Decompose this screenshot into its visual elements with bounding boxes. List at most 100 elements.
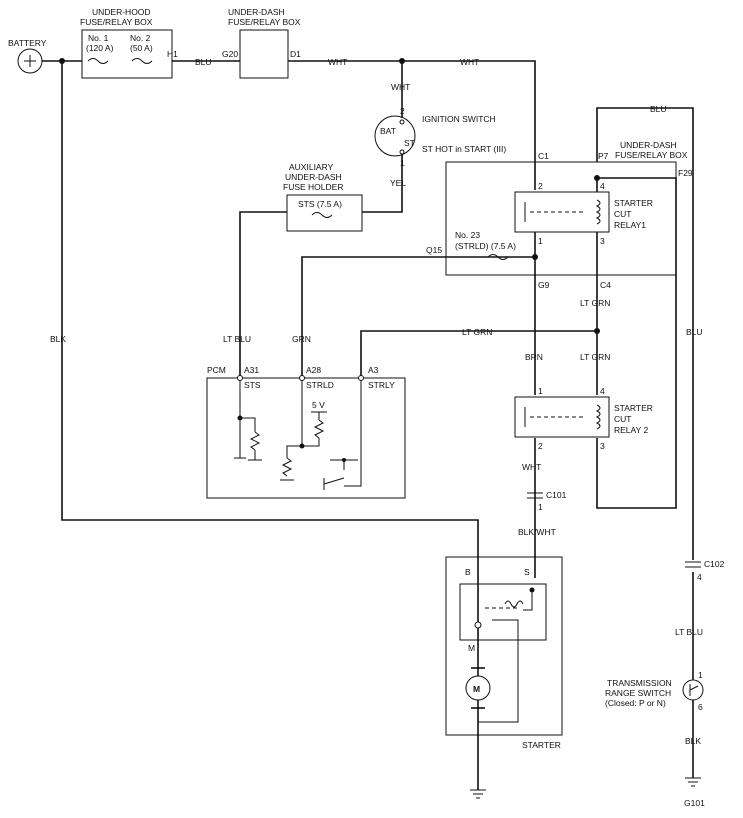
g101-ground-icon — [685, 777, 701, 787]
relay2-pin-2: 2 — [538, 441, 543, 451]
trs-label-1: TRANSMISSION — [607, 678, 672, 688]
lt-grn-wire-pcm — [360, 330, 597, 378]
grn-wire — [301, 256, 535, 378]
pcm-strld-resistor-icon — [313, 419, 325, 439]
auxiliary-fuse-holder: AUXILIARY UNDER-DASH FUSE HOLDER STS (7.… — [283, 162, 363, 232]
pcm-label: PCM — [207, 365, 226, 375]
pcm-sts-resistor-icon — [249, 431, 261, 451]
trs-pin-6: 6 — [698, 702, 703, 712]
connector-f29: F29 — [678, 168, 693, 178]
connector-c101: C101 1 — [527, 490, 567, 512]
trs-pin-1: 1 — [698, 670, 703, 680]
starter: B S M M STARTER — [445, 556, 563, 750]
battery-label: BATTERY — [8, 38, 47, 48]
yel-wire — [362, 155, 403, 213]
g101-label: G101 — [684, 798, 705, 808]
relay2-pin3-loop — [596, 177, 677, 509]
motor-m-label: M — [473, 684, 480, 694]
aux-label-3: FUSE HOLDER — [283, 182, 343, 192]
connector-c101-label: C101 — [546, 490, 567, 500]
transmission-range-switch: 1 6 TRANSMISSION RANGE SWITCH (Closed: P… — [605, 670, 704, 712]
wire-label-blu-h1: BLU — [195, 57, 212, 67]
fuse-2-icon — [131, 58, 153, 64]
relay1-pin-2: 2 — [538, 181, 543, 191]
wires — [42, 60, 694, 790]
under-hood-fuse-box: UNDER-HOOD FUSE/RELAY BOX No. 1 (120 A) … — [80, 7, 178, 79]
solenoid-coil-icon — [504, 600, 524, 608]
wire-label-lt-grn-c4: LT GRN — [580, 298, 610, 308]
relay2-label-2: CUT — [614, 414, 631, 424]
under-dash-fuse-relay-box: UNDER-DASH FUSE/RELAY BOX C1 P7 F29 Q15 … — [426, 140, 693, 290]
connector-c4: C4 — [600, 280, 611, 290]
wire-label-lt-blu-trs: LT BLU — [675, 627, 703, 637]
connector-p7: P7 — [598, 151, 609, 161]
relay2-label-3: RELAY 2 — [614, 425, 648, 435]
wire-label-wht-d1: WHT — [328, 57, 347, 67]
under-hood-label-2: FUSE/RELAY BOX — [80, 17, 153, 27]
connector-a3: A3 — [368, 365, 379, 375]
starter-cut-relay-2: 1 4 2 3 STARTER CUT RELAY 2 — [514, 386, 653, 451]
c102-pin-4: 4 — [697, 572, 702, 582]
starter-label: STARTER — [522, 740, 561, 750]
wire-label-wht-r2: WHT — [522, 462, 541, 472]
connector-h1: H1 — [167, 49, 178, 59]
relay2-pin-1: 1 — [538, 386, 543, 396]
pcm-strld-label: STRLD — [306, 380, 334, 390]
fuse-2-label: No. 2 — [130, 33, 151, 43]
connector-d1: D1 — [290, 49, 301, 59]
ign-pin-1: 1 — [400, 158, 405, 168]
blu-wire-right — [596, 107, 694, 560]
under-dash-fuse-box-top: UNDER-DASH FUSE/RELAY BOX G20 D1 — [222, 7, 301, 79]
relay1-pin-1: 1 — [538, 236, 543, 246]
wire-label-blk-wht: BLK/WHT — [518, 527, 556, 537]
connector-a28: A28 — [306, 365, 321, 375]
connector-q15: Q15 — [426, 245, 442, 255]
under-hood-label-1: UNDER-HOOD — [92, 7, 151, 17]
relay2-pin-4: 4 — [600, 386, 605, 396]
starter-cut-relay-1: 2 4 1 3 STARTER CUT RELAY1 — [514, 181, 653, 246]
wire-label-lt-grn-r2: LT GRN — [580, 352, 610, 362]
connector-g9: G9 — [538, 280, 550, 290]
ign-bat-label: BAT — [380, 126, 396, 136]
splice-dots — [59, 58, 600, 449]
starter-s-label: S — [524, 567, 530, 577]
trs-label-2: RANGE SWITCH — [605, 688, 671, 698]
relay2-label-1: STARTER — [614, 403, 653, 413]
wire-label-lt-grn-mid: LT GRN — [462, 327, 492, 337]
wire-label-yel: YEL — [390, 178, 406, 188]
wire-label-blu-right: BLU — [686, 327, 703, 337]
ignition-switch-icon — [374, 115, 416, 157]
blk-wire — [61, 61, 479, 578]
relay-1-coil-icon — [595, 199, 601, 225]
battery: BATTERY — [8, 38, 47, 74]
ud-box-right-label-1: UNDER-DASH — [620, 140, 677, 150]
wire-label-blk-trs: BLK — [685, 736, 701, 746]
wire-label-lt-blu-pcm: LT BLU — [223, 334, 251, 344]
fuse-1-icon — [87, 58, 109, 64]
transmission-switch-icon — [682, 679, 704, 701]
fuse-23-label: No. 23 — [455, 230, 480, 240]
pcm-sts-label: STS — [244, 380, 261, 390]
fuse-1-rating: (120 A) — [86, 43, 114, 53]
connector-c102: C102 4 — [685, 559, 725, 582]
ud-box-right-label-2: FUSE/RELAY BOX — [615, 150, 688, 160]
fuse-1-label: No. 1 — [88, 33, 109, 43]
relay1-pin-3: 3 — [600, 236, 605, 246]
wire-label-brn: BRN — [525, 352, 543, 362]
relay1-label-1: STARTER — [614, 198, 653, 208]
wire-label-wht-top: WHT — [460, 57, 479, 67]
lt-blu-wire — [239, 211, 287, 378]
fuse-23-icon — [487, 254, 509, 260]
under-dash-label-2: FUSE/RELAY BOX — [228, 17, 301, 27]
sts-fuse-label: STS (7.5 A) — [298, 199, 342, 209]
relay2-pin-3: 3 — [600, 441, 605, 451]
c101-pin-1: 1 — [538, 502, 543, 512]
relay1-pin-4: 4 — [600, 181, 605, 191]
fuse-23-rating: (STRLD) (7.5 A) — [455, 241, 516, 251]
pcm: PCM A31 A28 A3 STS STRLD STRLY 5 V — [206, 365, 406, 499]
connector-a31: A31 — [244, 365, 259, 375]
connector-c1: C1 — [538, 151, 549, 161]
wire-label-blk-left: BLK — [50, 334, 66, 344]
